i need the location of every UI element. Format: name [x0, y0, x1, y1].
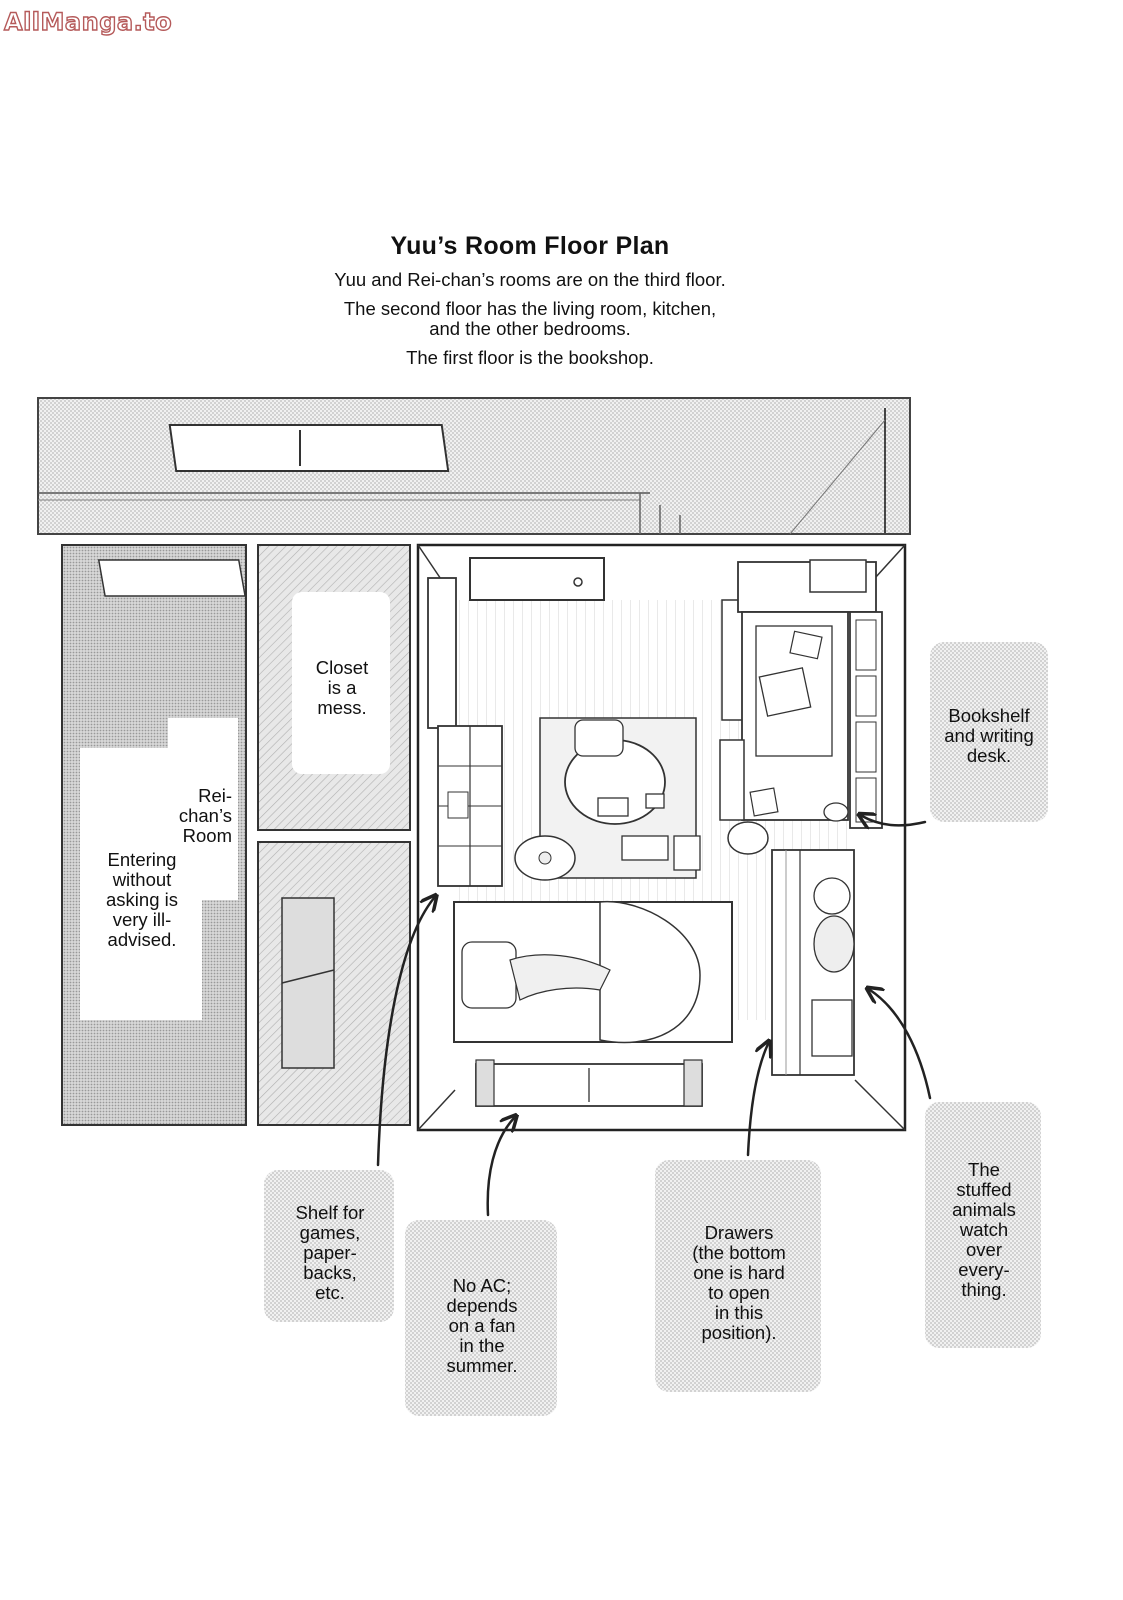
no-ac-label: No AC; depends on a fan in the summer.	[446, 1275, 518, 1376]
drawers-label: Drawers (the bottom one is hard to open …	[692, 1222, 786, 1343]
hallway-area	[37, 397, 911, 535]
watermark-logo: AllManga.to	[3, 7, 173, 36]
shelf-label: Shelf for games, paper- backs, etc.	[295, 1202, 365, 1303]
yuu-room	[416, 543, 907, 1132]
page-title: Yuu’s Room Floor Plan	[390, 232, 670, 260]
bookshelf-desk-label: Bookshelf and writing desk.	[944, 705, 1034, 766]
label-boxes	[80, 592, 1048, 1416]
rei-chan-room-label: Rei- chan’s Room	[178, 785, 232, 846]
intro-line-third-floor: Yuu and Rei-chan’s rooms are on the thir…	[334, 269, 726, 290]
intro-line-first-floor: The first floor is the bookshop.	[406, 347, 654, 368]
annotation-arrows	[376, 816, 932, 1217]
intro-line-second-floor: The second floor has the living room, ki…	[343, 298, 717, 339]
rei-chan-warning-label: Entering without asking is very ill- adv…	[106, 849, 178, 950]
closet-label: Closet is a mess.	[315, 657, 369, 718]
stuffed-animals-label: The stuffed animals watch over every- th…	[952, 1159, 1016, 1300]
